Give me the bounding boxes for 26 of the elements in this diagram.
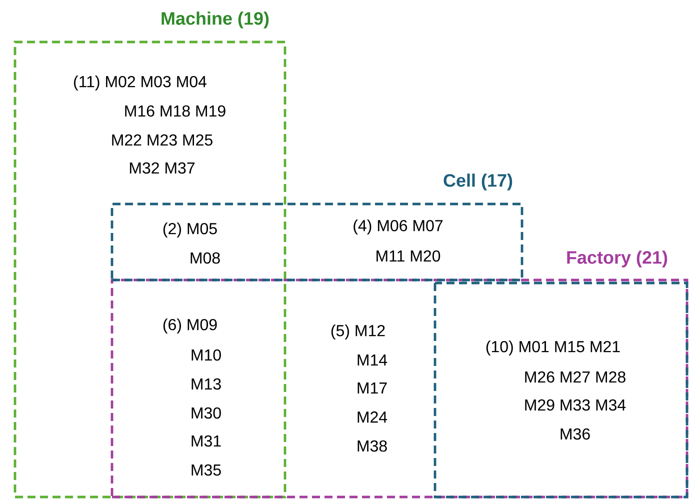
code-list: M10 xyxy=(192,349,221,361)
code-list: M26 M27 M28 xyxy=(525,371,626,383)
code-list: M24 xyxy=(358,411,388,423)
code-list: M32 M37 xyxy=(130,162,195,174)
code-list: M13 xyxy=(192,378,221,390)
code-list: (2) M05 xyxy=(163,222,217,238)
code-list: M30 xyxy=(192,407,221,419)
code-list: (5) M12 xyxy=(331,324,385,340)
code-list: M31 xyxy=(192,435,221,447)
code-list: M11 M20 xyxy=(376,250,440,262)
code-list: M16 M18 M19 xyxy=(125,105,226,117)
code-list: M17 xyxy=(358,382,387,394)
code-list: M35 xyxy=(192,464,221,476)
code-list: M29 M33 M34 xyxy=(525,399,626,411)
region-title: Cell (17) xyxy=(444,174,512,190)
code-list: (11) M02 M03 M04 xyxy=(74,76,206,90)
code-list: (6) M09 xyxy=(163,318,217,334)
code-list: M22 M23 M25 xyxy=(112,134,212,146)
code-list: M36 xyxy=(560,428,590,440)
code-list: M38 xyxy=(358,440,387,452)
code-list: M14 xyxy=(358,354,388,366)
region-title: Machine (19) xyxy=(162,12,269,28)
region-title: Factory (21) xyxy=(567,250,668,268)
code-list: M08 xyxy=(190,252,220,264)
code-list: (4) M06 M07 xyxy=(354,220,443,234)
code-list: (10) M01 M15 M21 xyxy=(486,340,620,356)
